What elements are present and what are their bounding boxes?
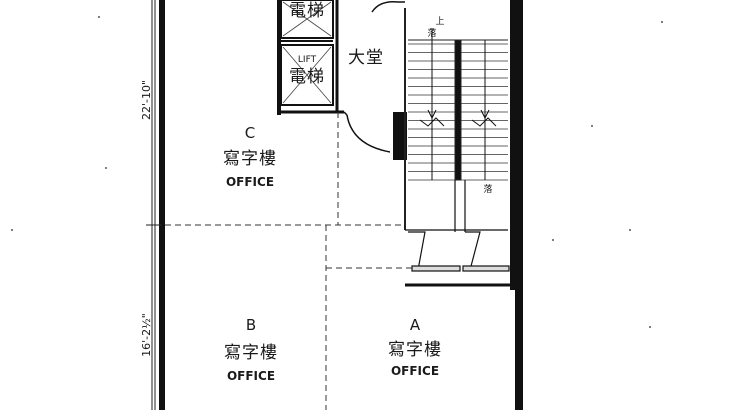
unit-b-letter: B — [246, 316, 256, 334]
lift-2-en-label: LIFT — [298, 55, 317, 65]
dimension-line — [146, 0, 162, 410]
lift-2-label: 電梯 — [289, 67, 325, 87]
unit-c-letter: C — [245, 124, 255, 142]
lobby-label: 大堂 — [348, 48, 384, 68]
unit-c-label-zh: 寫字樓 — [223, 149, 277, 169]
right-outer-wall — [515, 0, 523, 410]
unit-b-label-en: OFFICE — [227, 369, 275, 383]
stair-down-top-label: 落 — [427, 27, 436, 39]
lift-1-label: 電梯 — [289, 1, 325, 21]
dimension-upper: 22'-10" — [140, 80, 153, 120]
unit-partitions — [165, 112, 412, 410]
corridor-doors — [405, 180, 515, 287]
stair-column — [393, 112, 407, 160]
unit-a-label-en: OFFICE — [391, 364, 439, 378]
stair-down-bottom-label: 落 — [483, 183, 492, 195]
lift-shafts — [278, 0, 344, 114]
unit-c-label-en: OFFICE — [226, 175, 274, 189]
left-outer-wall — [159, 0, 165, 410]
unit-a-letter: A — [410, 316, 421, 334]
scan-speckles — [11, 16, 663, 328]
lift-crosses — [282, 1, 332, 104]
stair-right-wall — [510, 0, 515, 290]
dimension-lower: 16'-2½" — [140, 313, 153, 357]
staircase — [404, 8, 508, 230]
stair-up-label: 上 — [435, 16, 444, 27]
stair-arrows — [419, 28, 497, 180]
outer-walls — [159, 0, 523, 410]
lift-core-top-wall — [277, 0, 281, 115]
unit-b-label-zh: 寫字樓 — [224, 343, 278, 363]
lobby-doors — [343, 0, 405, 153]
unit-a-label-zh: 寫字樓 — [388, 340, 442, 360]
